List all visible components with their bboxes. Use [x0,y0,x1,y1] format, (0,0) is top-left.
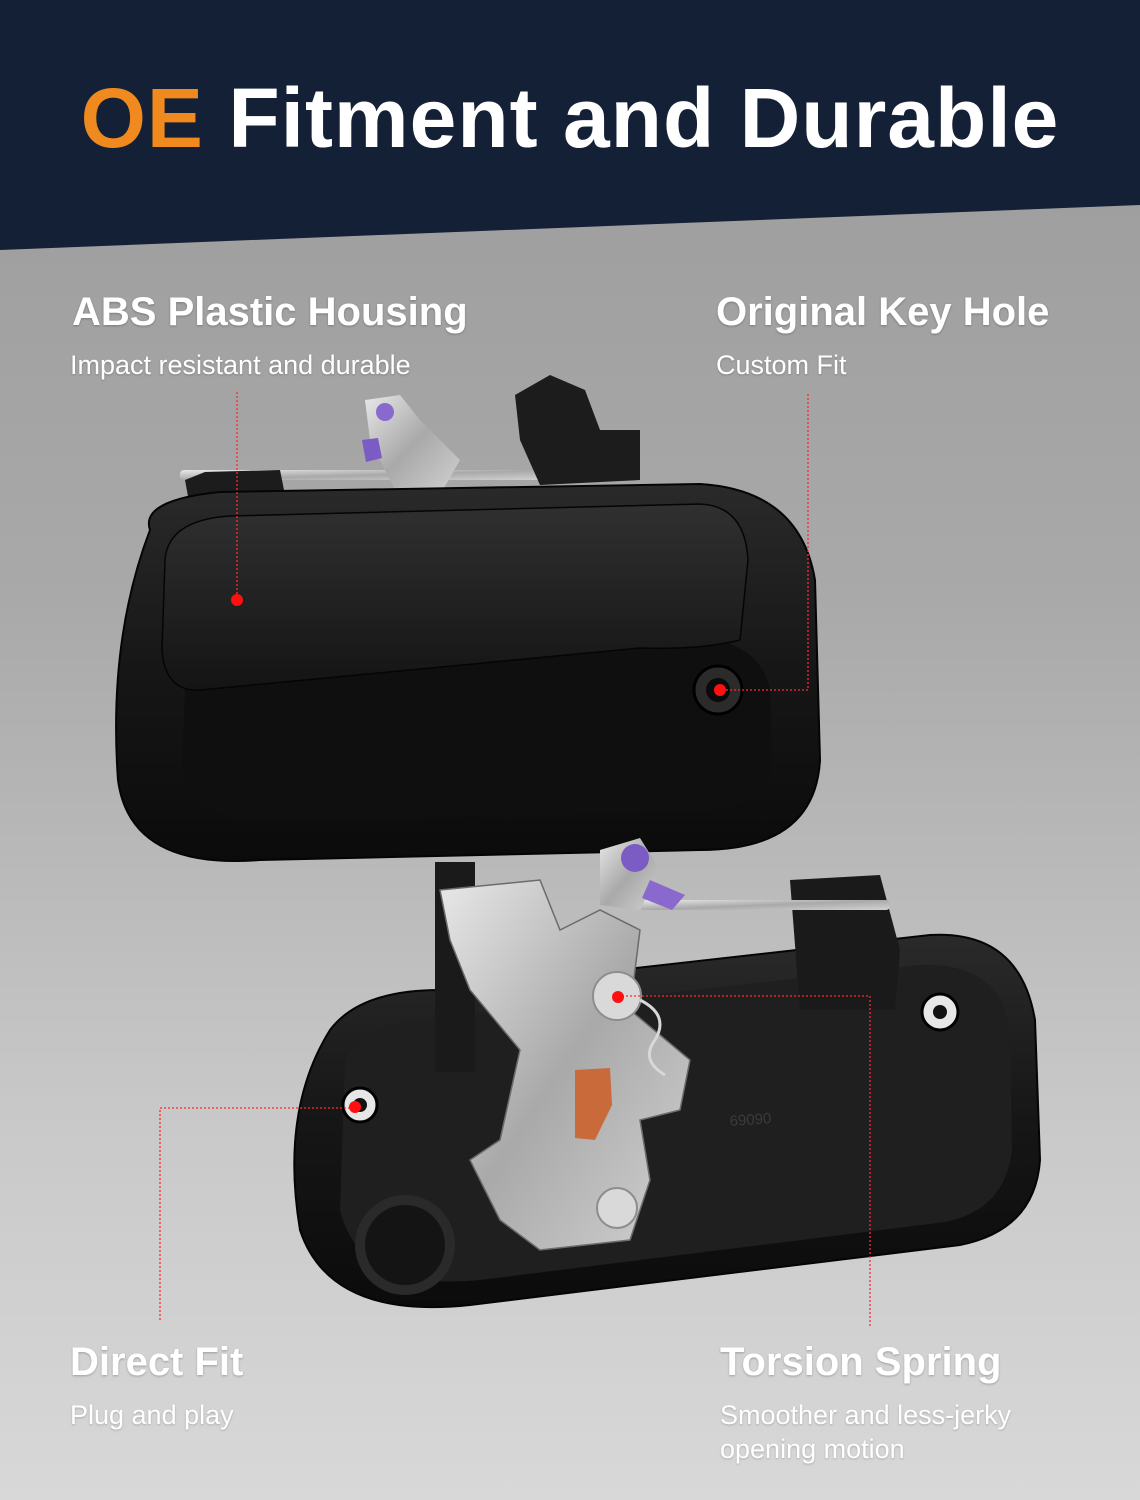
purple-clip-icon [362,438,382,462]
title-rest: Fitment and Durable [228,71,1060,165]
handle-front-view [115,375,822,862]
callout-leaders [159,392,871,1328]
purple-clip-icon-2 [621,844,649,872]
feature-title-direct-fit: Direct Fit [70,1340,244,1384]
header-banner [0,0,1140,250]
feature-title-spring: Torsion Spring [720,1340,1002,1384]
title-accent: OE [80,71,204,165]
handle-rear-view: 69090 [293,838,1042,1309]
feature-desc-keyhole: Custom Fit [716,350,847,380]
feature-desc-abs: Impact resistant and durable [70,350,411,380]
feature-desc-spring-line1: Smoother and less-jerky [720,1400,1012,1430]
callout-dot-keyhole [714,684,726,696]
callout-dot-spring [612,991,624,1003]
orange-clip-icon [575,1068,612,1140]
feature-desc-spring-line2: opening motion [720,1434,905,1464]
page-title: OE Fitment and Durable [0,70,1140,167]
feature-title-abs: ABS Plastic Housing [72,290,468,334]
callout-dot-abs [231,594,243,606]
feature-title-keyhole: Original Key Hole [716,290,1050,334]
part-marking: 69090 [729,1110,772,1130]
feature-desc-direct-fit: Plug and play [70,1400,234,1430]
callout-dot-direct-fit [349,1101,361,1113]
lock-cylinder [355,1195,455,1295]
torsion-spring-icon [639,998,666,1077]
feature-desc-spring: Smoother and less-jerky opening motion [720,1398,1011,1466]
